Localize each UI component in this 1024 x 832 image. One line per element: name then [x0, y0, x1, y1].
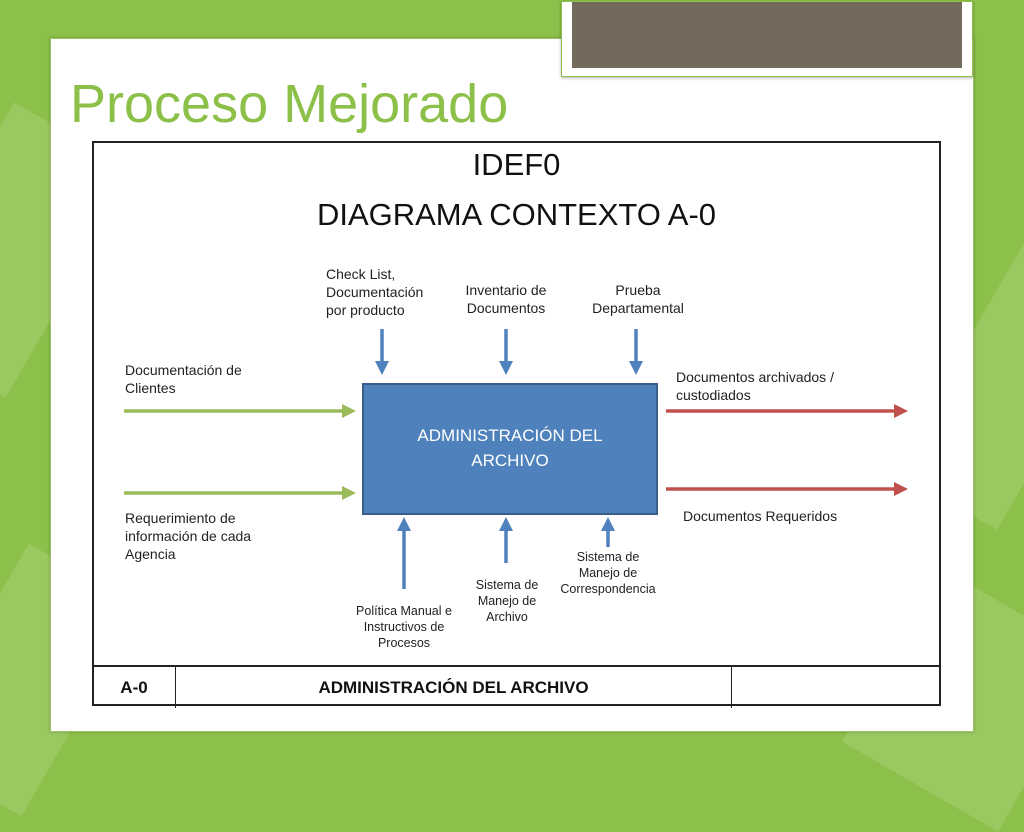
mechanism-label: Sistema de Manejo de Archivo [475, 578, 539, 624]
idef0-diagram: IDEF0 DIAGRAMA CONTEXTO A-0 [92, 141, 941, 708]
mechanism-label: Política Manual e Instructivos de Proces… [356, 604, 452, 650]
footer-node-number: A-0 [120, 678, 148, 697]
diagram-heading-line1: IDEF0 [472, 147, 561, 182]
slide-title: Proceso Mejorado [70, 74, 509, 134]
input-label: Requerimiento de información de cada Age… [125, 510, 252, 562]
mechanism-arrow [601, 517, 615, 547]
mechanism-arrow [499, 517, 513, 563]
diagram-arrows [124, 329, 908, 589]
input-arrow [124, 486, 356, 500]
activity-label: ADMINISTRACIÓN DEL ARCHIVO [417, 426, 603, 470]
output-arrow [666, 404, 908, 418]
control-arrow [375, 329, 389, 375]
control-arrow [499, 329, 513, 375]
footer-divider [731, 667, 732, 708]
diagram-heading-line2: DIAGRAMA CONTEXTO A-0 [316, 197, 717, 232]
slide-header-tab [561, 1, 973, 77]
output-label: Documentos archivados / custodiados [676, 369, 834, 403]
activity-box: ADMINISTRACIÓN DEL ARCHIVO [362, 383, 658, 515]
footer-title: ADMINISTRACIÓN DEL ARCHIVO [318, 678, 589, 697]
control-label: Prueba Departamental [592, 282, 684, 316]
control-label: Inventario de Documentos [465, 282, 547, 316]
output-arrow [666, 482, 908, 496]
slide-header-tab-fill [572, 2, 962, 68]
diagram-footer: A-0 ADMINISTRACIÓN DEL ARCHIVO [94, 665, 939, 708]
control-arrow [629, 329, 643, 375]
footer-divider [175, 667, 176, 708]
input-label: Documentación de Clientes [125, 362, 242, 396]
mechanism-label: Sistema de Manejo de Correspondencia [560, 550, 656, 596]
control-label: Check List, Documentación por producto [326, 266, 424, 318]
output-label: Documentos Requeridos [683, 508, 838, 524]
input-arrow [124, 404, 356, 418]
footer-number-cell [732, 667, 939, 708]
mechanism-arrow [397, 517, 411, 589]
